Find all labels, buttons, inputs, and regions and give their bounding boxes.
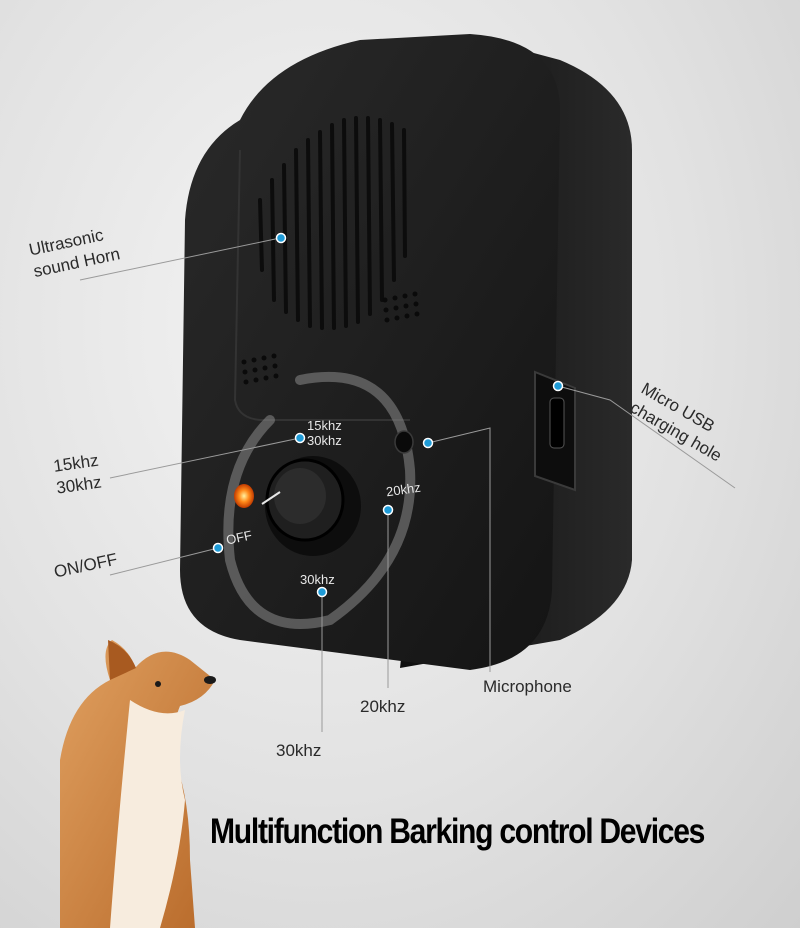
speaker-hole-grid-left [241, 353, 279, 385]
label-20khz: 20khz [360, 697, 406, 716]
device-mark-30khz: 30khz [300, 572, 335, 587]
speaker-hole-grid-right [382, 291, 420, 323]
power-led-icon [234, 484, 254, 508]
dot-microphone [422, 437, 434, 449]
frequency-knob [261, 456, 361, 556]
leader-lines [79, 237, 736, 732]
speaker-grille [258, 116, 407, 330]
dog-illustration [60, 640, 216, 928]
headline-title: Multifunction Barking control Devices [210, 812, 705, 851]
usb-port-icon [534, 370, 576, 492]
label-microphone: Microphone [483, 677, 572, 696]
dot-15-30khz [294, 432, 306, 444]
dot-onoff [212, 542, 224, 554]
device-mark-15-30khz: 15khz 30khz [307, 418, 342, 448]
dot-usb [552, 380, 564, 392]
microphone-hole-icon [394, 430, 414, 454]
dot-30khz [316, 586, 328, 598]
dot-20khz [382, 504, 394, 516]
label-30khz: 30khz [276, 741, 322, 760]
rotation-arrow-ring [223, 371, 416, 629]
label-15-30khz: 15khz 30khz [52, 450, 103, 498]
dot-ultrasonic [275, 232, 287, 244]
callout-dots [212, 232, 564, 598]
